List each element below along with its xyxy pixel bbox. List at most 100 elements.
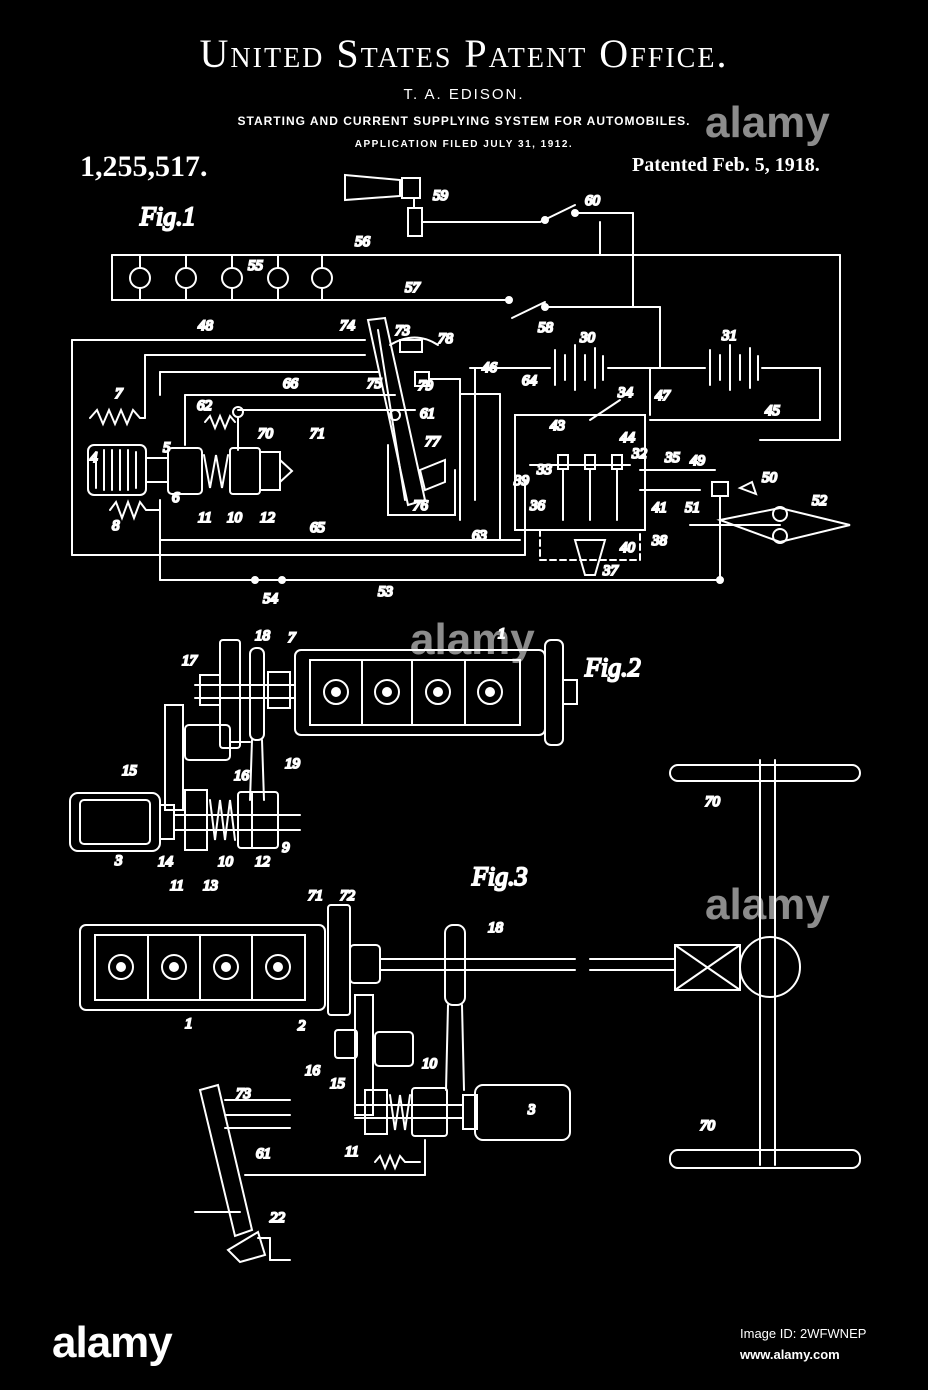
ref-numeral: 36 [529,498,546,514]
ref-numeral: 48 [198,318,214,334]
ref-numeral: 38 [651,533,668,549]
ref-numeral: 32 [631,446,648,462]
ref-numeral: 66 [283,376,299,392]
ref-numeral: 54 [263,591,279,607]
ref-numeral: 18 [255,628,271,644]
ref-numeral: 9 [282,840,290,856]
ref-numeral: 35 [664,450,681,466]
ref-numeral: 78 [438,331,454,347]
fig1-diagram [71,173,851,584]
ref-numeral: 41 [652,500,667,516]
ref-numeral: 65 [310,520,326,536]
ref-numeral: 71 [308,888,323,904]
fig3-reference-numerals: 71 72 18 1 2 16 15 10 3 11 73 61 22 70 7… [184,793,722,1227]
watermark: alamy [705,880,830,929]
ref-numeral: 4 [90,450,98,466]
ref-numeral: 39 [513,473,530,489]
ref-numeral: 7 [288,630,297,646]
ref-numeral: 52 [812,493,828,509]
ref-numeral: 56 [355,234,371,250]
application-filed: APPLICATION FILED JULY 31, 1912. [354,139,574,150]
ref-numeral: 79 [418,378,434,394]
ref-numeral: 12 [260,510,276,526]
office-title: United States Patent Office. [199,31,729,76]
ref-numeral: 11 [345,1144,359,1160]
ref-numeral: 53 [378,584,393,600]
ref-numeral: 16 [234,768,250,784]
ref-numeral: 22 [270,1210,286,1226]
ref-numeral: 1 [498,626,506,642]
fig3-label: Fig.3 [471,862,528,891]
ref-numeral: 19 [285,756,301,772]
ref-numeral: 55 [248,258,264,274]
stock-footer [0,1310,928,1390]
patent-drawing: Fig.1 59 60 56 55 57 58 48 74 73 78 30 3… [69,173,861,1264]
fig3-diagram [79,759,861,1264]
ref-numeral: 62 [197,398,213,414]
ref-numeral: 70 [258,426,274,442]
ref-numeral: 73 [236,1086,251,1102]
ref-numeral: 17 [182,653,199,669]
ref-numeral: 47 [655,388,672,404]
ref-numeral: 2 [298,1018,306,1034]
ref-numeral: 74 [340,318,356,334]
ref-numeral: 49 [690,453,706,469]
ref-numeral: 75 [367,376,383,392]
fig2-reference-numerals: 17 18 7 1 15 16 19 3 14 10 12 9 11 13 [113,625,507,895]
stock-logo[interactable]: alamy [52,1318,173,1367]
patent-date: Patented Feb. 5, 1918. [632,154,820,176]
ref-numeral: 31 [721,328,737,344]
ref-numeral: 16 [305,1063,321,1079]
ref-numeral: 34 [617,385,634,401]
inventor-name: T. A. EDISON. [403,86,525,103]
ref-numeral: 59 [433,188,449,204]
ref-numeral: 11 [170,878,184,894]
site-link[interactable]: www.alamy.com [740,1347,840,1362]
ref-numeral: 3 [527,1102,536,1118]
ref-numeral: 10 [422,1056,438,1072]
ref-numeral: 10 [227,510,243,526]
fig2-label: Fig.2 [584,653,641,682]
watermark: alamy [410,615,535,664]
ref-numeral: 8 [112,518,120,534]
ref-numeral: 13 [203,878,218,894]
fig1-reference-numerals: 59 60 56 55 57 58 48 74 73 78 30 31 7 66… [89,187,829,608]
ref-numeral: 72 [340,888,356,904]
ref-numeral: 7 [115,386,124,402]
ref-numeral: 64 [522,373,538,389]
fig2-diagram [69,639,578,852]
ref-numeral: 63 [472,528,487,544]
ref-numeral: 45 [765,403,781,419]
ref-numeral: 46 [482,360,498,376]
watermark: alamy [705,98,830,147]
ref-numeral: 44 [620,430,636,446]
ref-numeral: 58 [538,320,554,336]
ref-numeral: 37 [602,563,620,579]
ref-numeral: 30 [579,330,596,346]
ref-numeral: 1 [185,1016,193,1032]
fig1-label: Fig.1 [139,202,196,231]
ref-numeral: 73 [395,323,410,339]
ref-numeral: 77 [425,434,442,450]
image-id: Image ID: 2WFWNEP [740,1326,867,1341]
ref-numeral: 71 [310,426,325,442]
ref-numeral: 11 [198,510,212,526]
ref-numeral: 60 [585,193,601,209]
ref-numeral: 76 [413,498,429,514]
ref-numeral: 50 [762,470,778,486]
ref-numeral: 51 [685,500,700,516]
ref-numeral: 40 [620,540,636,556]
ref-numeral: 15 [330,1076,346,1092]
ref-numeral: 5 [163,440,171,456]
ref-numeral: 61 [256,1146,271,1162]
patent-subject: STARTING AND CURRENT SUPPLYING SYSTEM FO… [237,114,691,128]
ref-numeral: 10 [218,854,234,870]
ref-numeral: 18 [488,920,504,936]
ref-numeral: 61 [420,406,435,422]
patent-number: 1,255,517. [80,150,208,183]
ref-numeral: 43 [550,418,565,434]
ref-numeral: 15 [122,763,138,779]
ref-numeral: 14 [158,854,174,870]
ref-numeral: 3 [114,853,123,869]
patent-sheet [0,0,928,1310]
